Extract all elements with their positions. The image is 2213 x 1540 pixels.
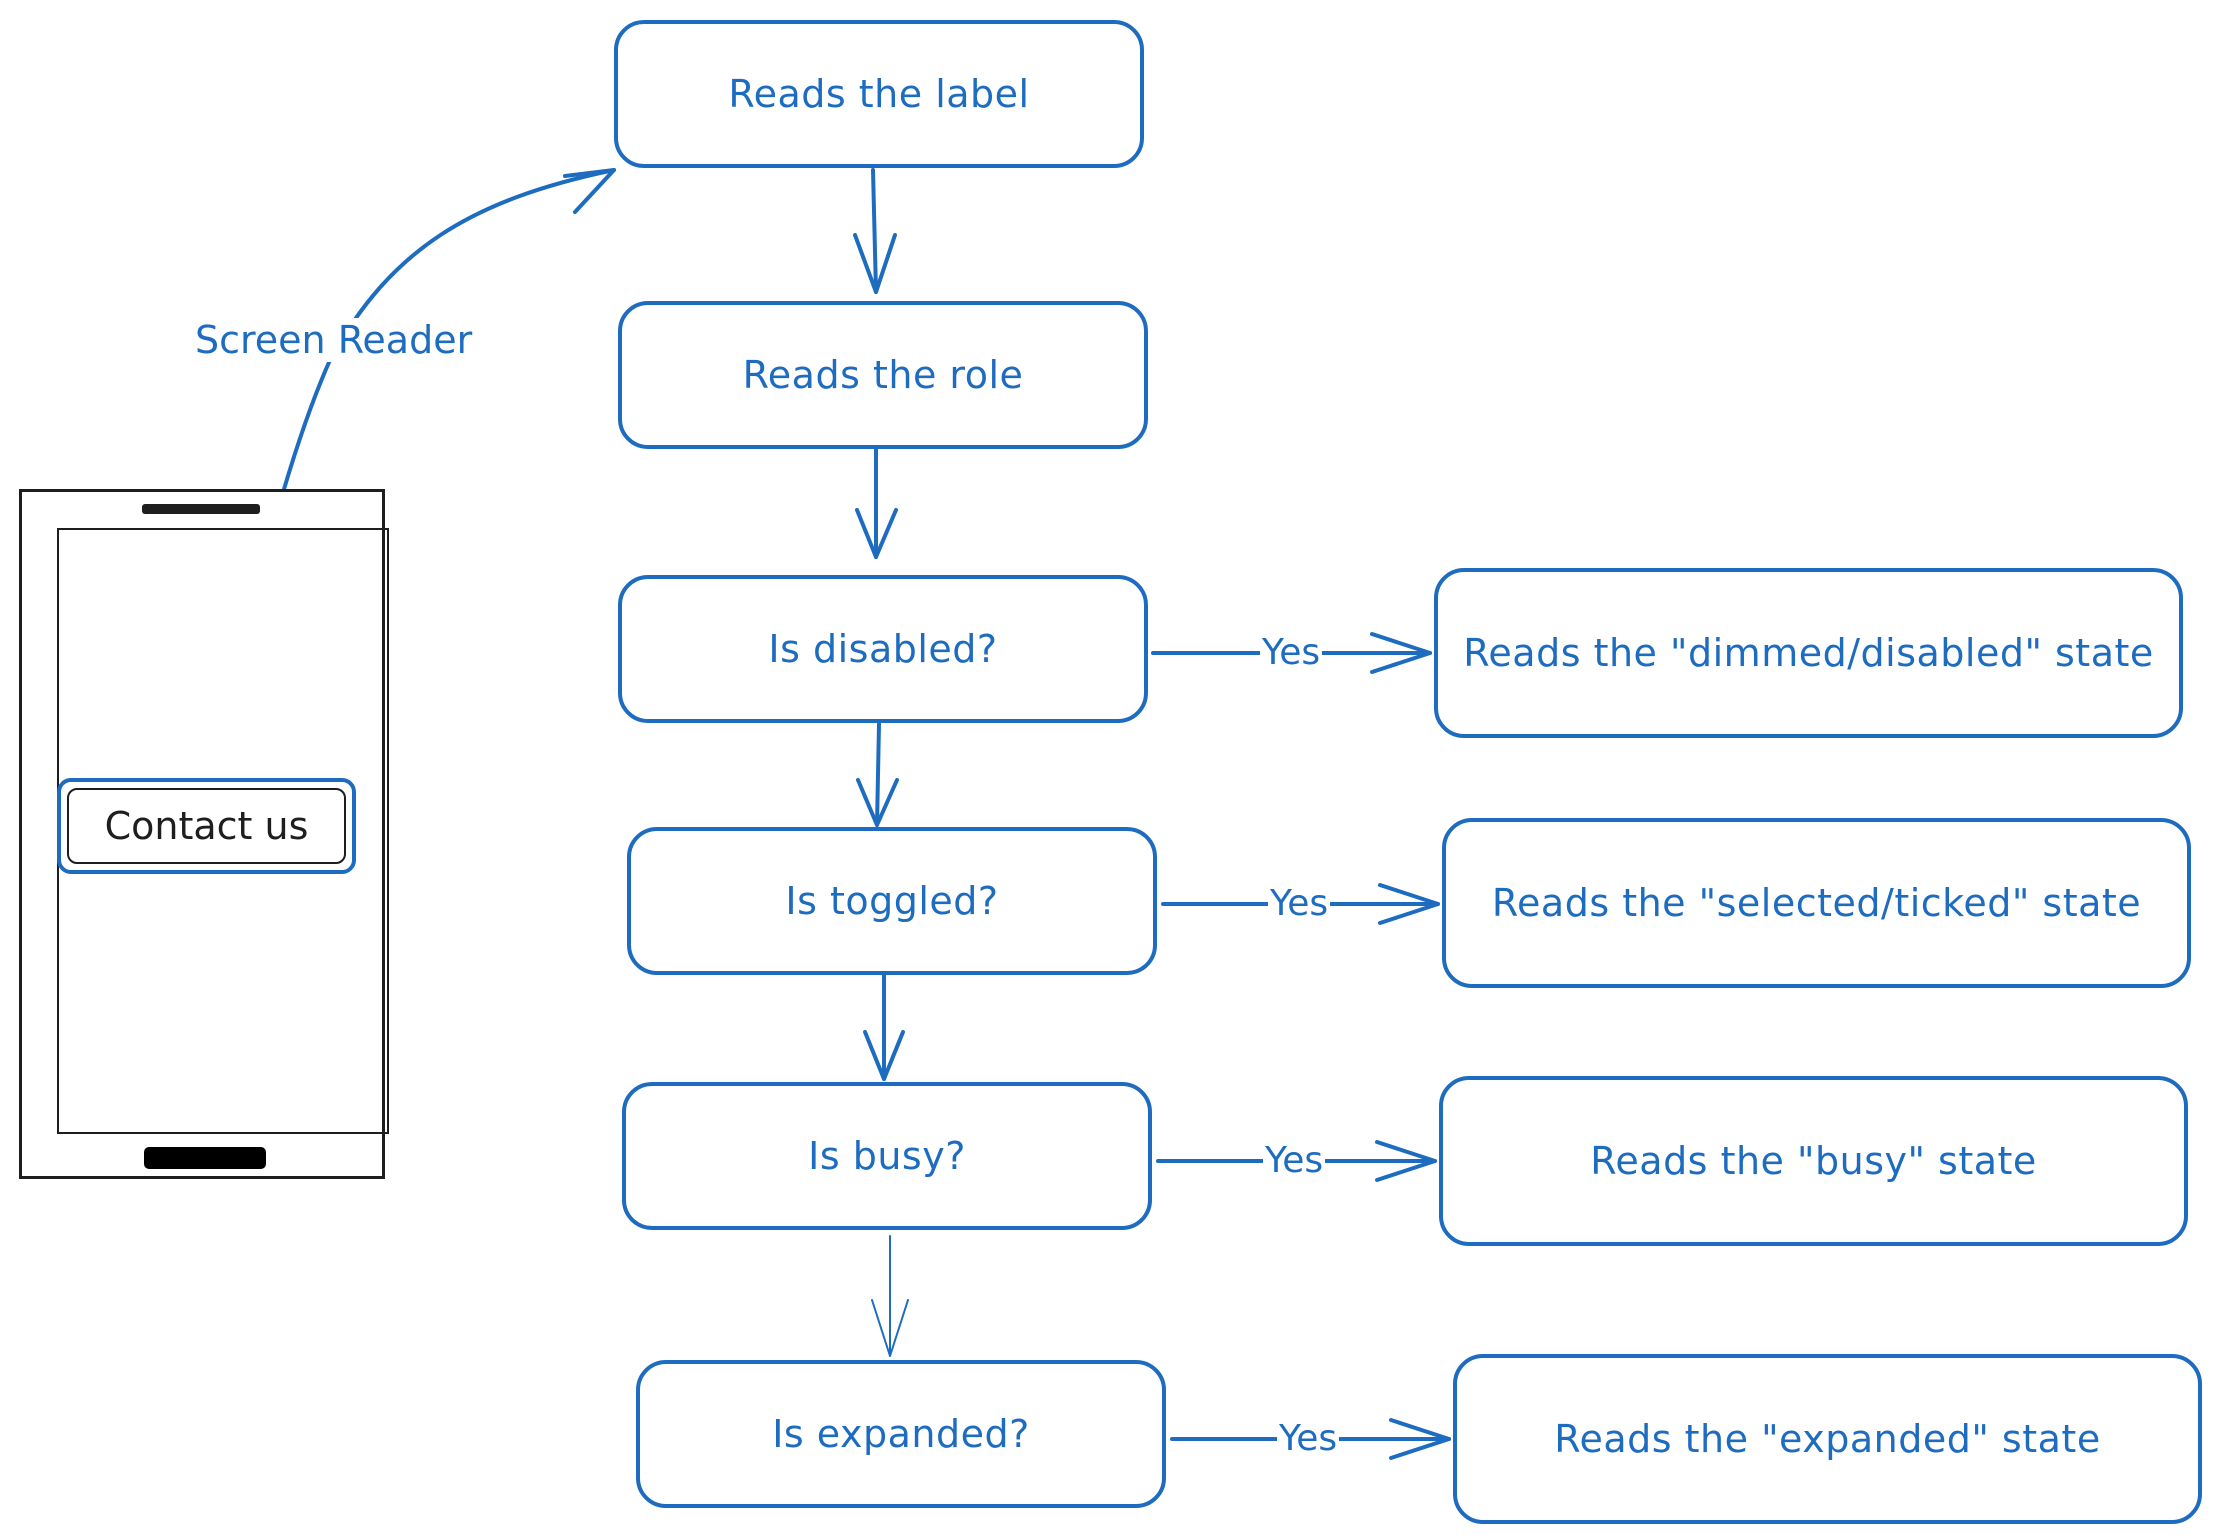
yes-label-disabled: Yes — [1260, 632, 1323, 673]
contact-us-button[interactable]: Contact us — [67, 788, 346, 864]
arrow-label-to-role — [871, 168, 878, 294]
phone-home-bar — [144, 1147, 266, 1169]
arrowhead-yes-busy — [1375, 1140, 1437, 1182]
node-reads-busy-state: Reads the "busy" state — [1439, 1076, 2188, 1246]
arrowhead-busy-to-expanded — [871, 1299, 909, 1357]
phone-speaker — [142, 504, 260, 514]
node-reads-selected-state: Reads the "selected/ticked" state — [1442, 818, 2191, 988]
node-is-toggled: Is toggled? — [627, 827, 1157, 975]
contact-us-focus-ring: Contact us — [57, 778, 356, 874]
phone-mockup: Contact us — [19, 489, 389, 1179]
arrowhead-label-to-role — [853, 233, 897, 294]
yes-label-busy: Yes — [1263, 1140, 1326, 1181]
node-reads-role: Reads the role — [618, 301, 1148, 449]
arrowhead-toggled-to-busy — [863, 1030, 905, 1081]
arrowhead-yes-toggled — [1378, 883, 1440, 925]
arrowhead-disabled-to-toggled — [856, 778, 899, 827]
node-is-busy: Is busy? — [622, 1082, 1152, 1230]
node-is-expanded: Is expanded? — [636, 1360, 1166, 1508]
node-is-disabled: Is disabled? — [618, 575, 1148, 723]
node-reads-disabled-state: Reads the "dimmed/disabled" state — [1434, 568, 2183, 738]
node-reads-label: Reads the label — [614, 20, 1144, 168]
yes-label-expanded: Yes — [1277, 1418, 1340, 1459]
node-reads-expanded-state: Reads the "expanded" state — [1453, 1354, 2202, 1524]
arrowhead-role-to-disabled — [855, 508, 898, 559]
arrowhead-yes-disabled — [1370, 632, 1432, 674]
arrowhead-yes-expanded — [1389, 1418, 1451, 1460]
arrow-disabled-to-toggled — [875, 722, 881, 827]
screen-reader-label: Screen Reader — [195, 318, 473, 362]
screen-reader-arrowhead — [563, 168, 616, 214]
yes-label-toggled: Yes — [1268, 883, 1331, 924]
